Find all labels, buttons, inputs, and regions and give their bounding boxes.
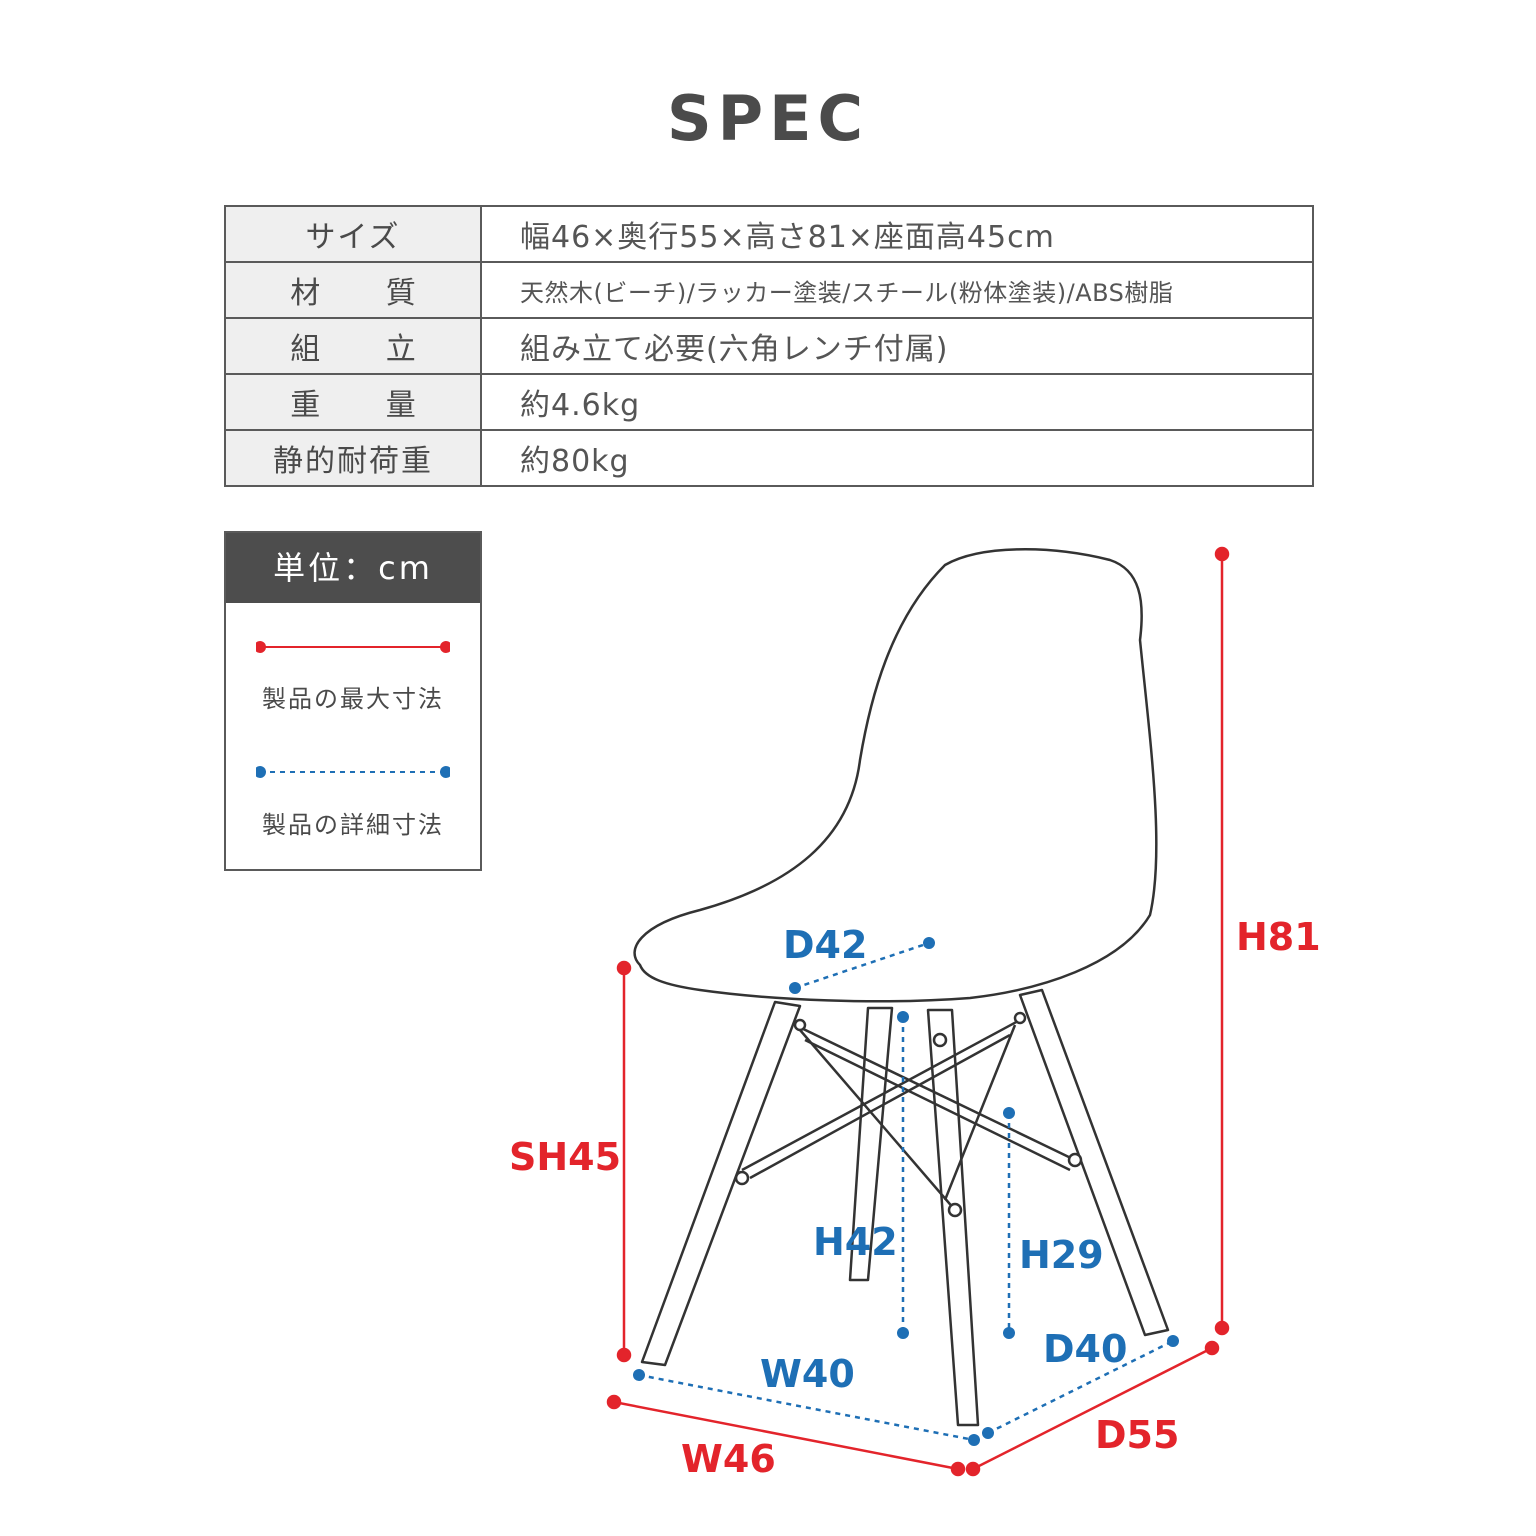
spec-value: 幅46×奥行55×高さ81×座面高45cm	[480, 205, 1314, 263]
detail-dimension-dots	[633, 937, 1179, 1446]
page-title: SPEC	[667, 82, 869, 155]
detail-dimension-label: 製品の詳細寸法	[262, 811, 444, 839]
spec-row-assembly: 組 立 組み立て必要(六角レンチ付属)	[224, 317, 1314, 375]
spec-value: 天然木(ビーチ)/ラッカー塗装/スチール(粉体塗装)/ABS樹脂	[480, 261, 1314, 319]
detail-dimension-lines	[638, 941, 1174, 1442]
inner-depth-label: D40	[1043, 1327, 1127, 1371]
spec-label: サイズ	[224, 205, 482, 263]
max-dimension-lines	[606, 546, 1230, 1477]
spec-value: 約4.6kg	[480, 373, 1314, 431]
width-label: W46	[681, 1437, 776, 1481]
spec-row-size: サイズ 幅46×奥行55×高さ81×座面高45cm	[224, 205, 1314, 263]
detail-dimension-line-icon	[256, 766, 450, 778]
max-dimension-label: 製品の最大寸法	[262, 685, 444, 713]
unit-header: 単位：cm	[226, 533, 480, 603]
inner-height-2-label: H29	[1019, 1233, 1104, 1277]
spec-value: 約80kg	[480, 429, 1314, 487]
chair-legs-icon	[640, 988, 1170, 1427]
spec-value: 組み立て必要(六角レンチ付属)	[480, 317, 1314, 375]
depth-label: D55	[1095, 1413, 1179, 1457]
spec-row-load: 静的耐荷重 約80kg	[224, 429, 1314, 487]
spec-row-weight: 重 量 約4.6kg	[224, 373, 1314, 431]
max-dimension-line-icon	[256, 641, 450, 653]
inner-width-label: W40	[760, 1352, 855, 1396]
seat-depth-label: D42	[783, 923, 867, 967]
seat-height-label: SH45	[509, 1135, 621, 1179]
spec-label: 重 量	[224, 373, 482, 431]
spec-label: 材 質	[224, 261, 482, 319]
legend-box: 単位：cm 製品の最大寸法 製品の詳細寸法	[224, 531, 482, 871]
spec-label: 組 立	[224, 317, 482, 375]
spec-table: サイズ 幅46×奥行55×高さ81×座面高45cm 材 質 天然木(ビーチ)/ラ…	[224, 205, 1314, 487]
spec-row-material: 材 質 天然木(ビーチ)/ラッカー塗装/スチール(粉体塗装)/ABS樹脂	[224, 261, 1314, 319]
height-label: H81	[1236, 915, 1321, 959]
chair-shell-icon	[633, 548, 1158, 1003]
inner-height-1-label: H42	[813, 1220, 898, 1264]
spec-label: 静的耐荷重	[224, 429, 482, 487]
